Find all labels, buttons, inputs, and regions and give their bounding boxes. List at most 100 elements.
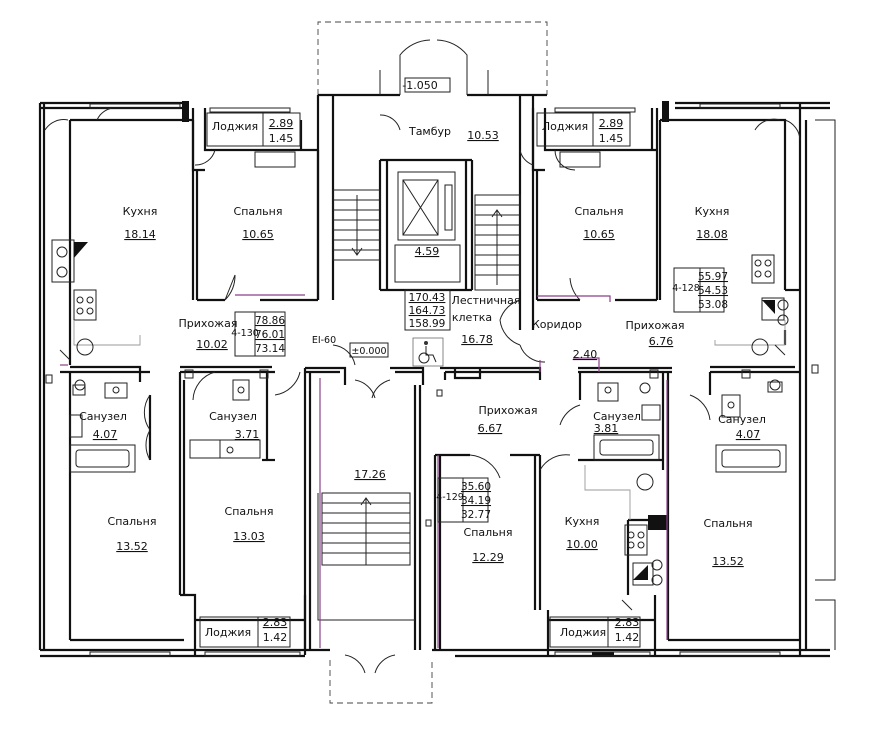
bath-fixtures-right2 <box>715 379 787 473</box>
loggia-bl-area-bottom: 1.42 <box>263 631 288 644</box>
bedroom-bl-name: Спальня <box>108 515 157 528</box>
apt-box-129 <box>437 477 489 523</box>
apt-129-id: 4-129 <box>436 492 464 503</box>
bath-l2-area: 3.71 <box>235 428 260 441</box>
level-top-label: -1.050 <box>402 79 437 92</box>
bedroom-bc-name: Спальня <box>464 526 513 539</box>
apt-130-v2: 76.01 <box>255 329 285 341</box>
kitchen-bc-name: Кухня <box>565 515 600 528</box>
bedroom-bl2-name: Спальня <box>225 505 274 518</box>
labels: -1.050 Кухня 18.14 Спальня 10.65 Лоджия … <box>79 79 766 644</box>
level-box-zero <box>349 342 389 358</box>
column-markers <box>45 364 819 527</box>
kitchen-left-name: Кухня <box>123 205 158 218</box>
bedroom-bl2-area: 13.03 <box>233 530 265 543</box>
hall-right-name: Прихожая <box>626 319 685 332</box>
hall-right-area: 6.76 <box>649 335 674 348</box>
entrance-porch-bottom <box>329 660 433 704</box>
bath-l1-name: Санузел <box>79 410 127 423</box>
exterior-walls <box>38 101 836 658</box>
hall-left-area: 10.02 <box>196 338 228 351</box>
kitchen-right-area: 18.08 <box>696 228 728 241</box>
bath-fixtures-right1 <box>593 382 661 461</box>
interior-walls-right <box>433 108 800 655</box>
interior-walls-left <box>60 108 320 655</box>
kitchen-fixtures-right <box>714 254 789 356</box>
apt-128-id: 4-128 <box>672 283 700 294</box>
elevator-area: 4.59 <box>415 245 440 258</box>
apt-129-v3: 32.77 <box>461 509 491 521</box>
bath-r1-area: 3.81 <box>594 422 619 435</box>
bedroom-tl-area: 10.65 <box>242 228 274 241</box>
loggia-bl-name: Лоджия <box>205 626 251 639</box>
bath-l2-name: Санузел <box>209 410 257 423</box>
bath-r2-name: Санузел <box>718 413 766 426</box>
tambour-name: Тамбур <box>408 125 451 138</box>
corridor-area: 2.40 <box>573 348 598 361</box>
tambour-area: 10.53 <box>467 129 499 142</box>
level-zero-label: ±0.000 <box>351 346 386 357</box>
stair-total-v2: 164.73 <box>409 305 446 317</box>
loggia-tl-area-top: 2.89 <box>269 117 294 130</box>
stair-lower-area: 17.26 <box>354 468 386 481</box>
kitchen-fixtures-left <box>51 239 141 361</box>
loggia-tl-name: Лоджия <box>212 120 258 133</box>
bedroom-tl-name: Спальня <box>234 205 283 218</box>
loggia-tr-area-top: 2.89 <box>599 117 624 130</box>
bedroom-tr-area: 10.65 <box>583 228 615 241</box>
bedroom-bc-area: 12.29 <box>472 551 504 564</box>
apt-129-v2: 34.19 <box>461 495 491 507</box>
apt-130-v3: 73.14 <box>255 343 285 355</box>
apt-129-v1: 35.60 <box>461 481 491 493</box>
apt-128-v2: 54.53 <box>698 285 728 297</box>
bedroom-br-area: 13.52 <box>712 555 744 568</box>
loggia-box-tr <box>536 112 631 147</box>
bath-r1-name: Санузел <box>593 410 641 423</box>
apt-box-128 <box>673 267 725 313</box>
doors <box>44 39 801 674</box>
bath-r2-area: 4.07 <box>736 428 761 441</box>
apt-128-v3: 53.08 <box>698 299 728 311</box>
kitchen-right-name: Кухня <box>695 205 730 218</box>
loggia-box-br <box>549 616 641 648</box>
wheelchair-icon <box>412 337 444 367</box>
loggia-br-name: Лоджия <box>560 626 606 639</box>
loggia-tr-area-bottom: 1.45 <box>599 132 624 145</box>
kitchen-left-area: 18.14 <box>124 228 156 241</box>
stair-flight-top-right <box>474 194 521 291</box>
bedroom-tr-name: Спальня <box>575 205 624 218</box>
stair-total-v1: 170.43 <box>409 292 446 304</box>
loggia-tr-name: Лоджия <box>542 120 588 133</box>
interior-walls-core <box>305 93 547 652</box>
loggia-box-bl <box>199 616 291 648</box>
bath-l1-area: 4.07 <box>93 428 118 441</box>
apt-130-v1: 78.86 <box>255 315 285 327</box>
bedroom-br-name: Спальня <box>704 517 753 530</box>
hall-left-name: Прихожая <box>179 317 238 330</box>
apt-130-id: 4-130 <box>231 328 259 339</box>
corridor-name: Коридор <box>532 318 582 331</box>
stair-total-box <box>404 289 451 331</box>
kitchen-bc-area: 10.00 <box>566 538 598 551</box>
bath-fixtures-left2 <box>189 379 261 459</box>
kitchen-fixtures-center <box>584 465 663 611</box>
loggia-br-area-bottom: 1.42 <box>615 631 640 644</box>
fire-door-label: EI-60 <box>312 335 336 346</box>
stair-flight-lower <box>317 492 415 621</box>
loggia-bl-area-top: 2.83 <box>263 616 288 629</box>
loggia-box-tl <box>206 112 301 147</box>
apt-128-v1: 55.97 <box>698 271 728 283</box>
stair-total-v3: 158.99 <box>409 318 446 330</box>
stair-hall-name-2: клетка <box>452 311 492 324</box>
stair-flight-top-left <box>332 189 381 261</box>
stair-hall-name-1: Лестничная <box>452 294 521 307</box>
level-box-top <box>404 77 451 93</box>
hall-center-area: 6.67 <box>478 422 503 435</box>
windows <box>89 103 781 657</box>
apt-box-130 <box>234 311 286 357</box>
loggia-tl-area-bottom: 1.45 <box>269 132 294 145</box>
stair-hall-area: 16.78 <box>461 333 493 346</box>
hall-center-name: Прихожая <box>479 404 538 417</box>
bath-fixtures-left1 <box>69 379 136 473</box>
